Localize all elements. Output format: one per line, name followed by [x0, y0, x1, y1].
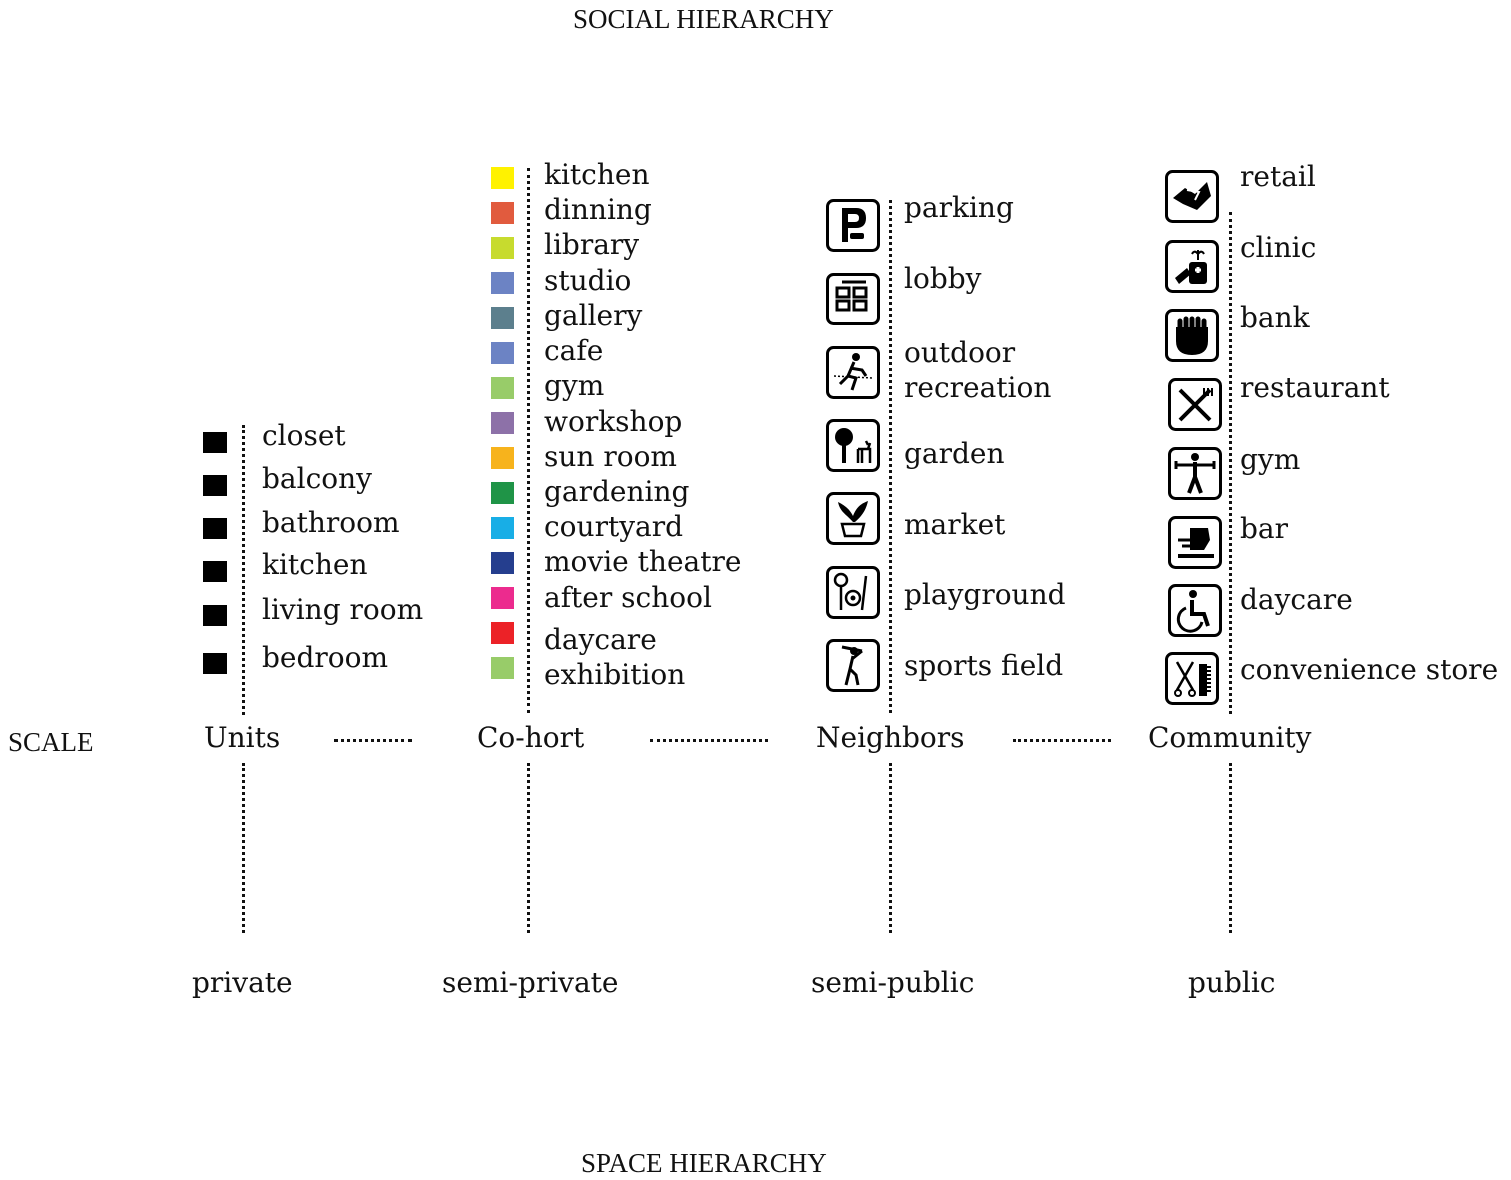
outdoor-recreation-icon — [826, 346, 880, 399]
cohort-item: kitchen — [544, 158, 650, 191]
cohort-item: gallery — [544, 299, 643, 332]
scale-connector — [650, 739, 768, 742]
clinic-icon — [1165, 240, 1219, 293]
cohort-swatch — [491, 412, 514, 434]
cohort-item: courtyard — [544, 510, 684, 543]
cohort-swatch — [491, 202, 514, 224]
garden-icon — [826, 419, 880, 472]
neighbors-item: parking — [904, 191, 1014, 224]
community-item: bar — [1240, 512, 1289, 545]
units-item: closet — [262, 419, 346, 452]
scale-level-units: Units — [204, 721, 281, 754]
units-axis-upper — [242, 425, 245, 715]
cohort-swatch — [491, 167, 514, 189]
scale-level-neighbors: Neighbors — [816, 721, 965, 754]
cohort-item: studio — [544, 264, 632, 297]
privacy-level-private: private — [192, 966, 293, 999]
community-item: clinic — [1240, 231, 1317, 264]
cohort-item: gardening — [544, 475, 690, 508]
cohort-swatch — [491, 237, 514, 259]
units-marker — [203, 518, 227, 539]
privacy-level-semi-private: semi-private — [442, 966, 619, 999]
cohort-item: cafe — [544, 334, 604, 367]
gym-icon — [1168, 447, 1222, 500]
retail-icon — [1165, 170, 1219, 223]
units-item: living room — [262, 593, 424, 626]
neighbors-item: garden — [904, 437, 1005, 470]
cohort-swatch — [491, 447, 514, 469]
units-item: bedroom — [262, 641, 389, 674]
parking-icon — [826, 199, 880, 252]
privacy-level-public: public — [1188, 966, 1276, 999]
cohort-item: dinning — [544, 193, 652, 226]
market-icon — [826, 492, 880, 545]
cohort-axis-lower — [527, 763, 530, 933]
social-hierarchy-title: SOCIAL HIERARCHY — [573, 4, 834, 34]
scale-level-cohort: Co-hort — [477, 721, 585, 754]
space-hierarchy-title: SPACE HIERARCHY — [581, 1148, 827, 1178]
cohort-item: exhibition — [544, 658, 686, 691]
privacy-level-semi-public: semi-public — [811, 966, 975, 999]
scale-connector — [334, 739, 412, 742]
cohort-item: workshop — [544, 405, 683, 438]
sports-field-icon — [826, 639, 880, 692]
neighbors-item: market — [904, 508, 1006, 541]
units-marker — [203, 605, 227, 626]
community-item: retail — [1240, 160, 1316, 193]
units-marker — [203, 653, 227, 674]
cohort-swatch — [491, 342, 514, 364]
scale-connector — [1013, 739, 1111, 742]
neighbors-item: sports field — [904, 649, 1064, 682]
units-marker — [203, 561, 227, 582]
cohort-item: after school — [544, 581, 712, 614]
neighbors-item: lobby — [904, 262, 982, 295]
units-axis-lower — [242, 763, 245, 933]
restaurant-icon — [1168, 378, 1222, 431]
bank-icon — [1165, 309, 1219, 362]
neighbors-item: playground — [904, 578, 1066, 611]
cohort-item: sun room — [544, 440, 677, 473]
community-axis-upper — [1229, 212, 1232, 714]
cohort-axis-upper — [527, 168, 530, 713]
daycare-icon — [1168, 584, 1222, 637]
cohort-swatch — [491, 657, 514, 679]
units-item: balcony — [262, 462, 372, 495]
community-item: bank — [1240, 301, 1310, 334]
community-item: daycare — [1240, 583, 1353, 616]
cohort-swatch — [491, 622, 514, 644]
cohort-item: daycare — [544, 623, 657, 656]
units-item: bathroom — [262, 506, 400, 539]
playground-icon — [826, 566, 880, 619]
community-axis-lower — [1229, 763, 1232, 933]
units-item: kitchen — [262, 548, 368, 581]
cohort-swatch — [491, 272, 514, 294]
community-item: convenience store — [1240, 653, 1499, 686]
cohort-swatch — [491, 587, 514, 609]
lobby-icon — [826, 273, 880, 325]
neighbors-axis-lower — [889, 763, 892, 933]
community-item: restaurant — [1240, 371, 1390, 404]
cohort-item: gym — [544, 369, 605, 402]
cohort-item: library — [544, 228, 640, 261]
community-item: gym — [1240, 443, 1301, 476]
cohort-item: movie theatre — [544, 545, 742, 578]
convenience-store-icon — [1165, 652, 1219, 705]
bar-icon — [1168, 516, 1222, 569]
cohort-swatch — [491, 307, 514, 329]
cohort-swatch — [491, 552, 514, 574]
scale-label: SCALE — [8, 727, 94, 757]
neighbors-axis-upper — [889, 200, 892, 713]
units-marker — [203, 432, 227, 453]
cohort-swatch — [491, 482, 514, 504]
cohort-swatch — [491, 517, 514, 539]
cohort-swatch — [491, 377, 514, 399]
units-marker — [203, 475, 227, 496]
scale-level-community: Community — [1148, 721, 1312, 754]
neighbors-item: outdoor recreation — [904, 336, 1052, 404]
